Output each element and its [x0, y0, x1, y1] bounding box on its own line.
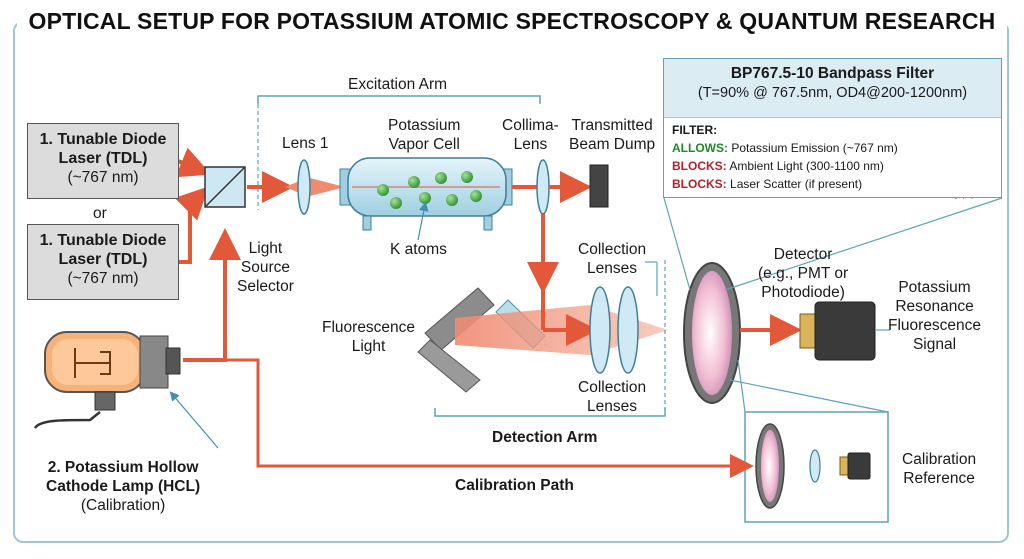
lens-1-label: Lens 1	[282, 135, 329, 152]
k-atoms	[377, 171, 482, 209]
page-title: OPTICAL SETUP FOR POTASSIUM ATOMIC SPECT…	[0, 8, 1024, 35]
lens-1	[297, 159, 311, 215]
laser-2-box: 1. Tunable Diode Laser (TDL) (~767 nm)	[27, 224, 179, 300]
calibration-path-label: Calibration Path	[455, 477, 574, 494]
laser-1-name: 1. Tunable Diode Laser (TDL)	[39, 131, 167, 167]
detection-arm-label: Detection Arm	[492, 429, 598, 446]
filter-heading: FILTER:	[672, 123, 718, 137]
hollow-cathode-lamp	[33, 331, 181, 429]
laser-2-wavelength: (~767 nm)	[67, 270, 139, 287]
calibration-path-line	[225, 358, 754, 478]
excitation-bracket	[257, 95, 541, 104]
filter-spec: (T=90% @ 767.5nm, OD4@200-1200nm)	[697, 85, 968, 101]
fluorescence-mirror-2	[417, 339, 481, 393]
filter-title: BP767.5-10 Bandpass Filter	[730, 65, 935, 82]
collima-lens	[536, 159, 550, 215]
or-label: or	[93, 205, 107, 222]
filter-info-box: BP767.5-10 Bandpass Filter (T=90% @ 767.…	[663, 58, 1002, 198]
laser-2-name: 1. Tunable Diode Laser (TDL)	[39, 232, 167, 268]
beam-dump	[589, 164, 609, 208]
collection-lens-1	[589, 286, 611, 374]
excitation-beam-cone	[306, 177, 345, 197]
laser2-beam	[174, 186, 209, 264]
filter-properties: FILTER: ALLOWS: Potassium Emission (~767…	[672, 123, 898, 191]
collection-lens-2	[617, 286, 639, 374]
pmt-detector	[814, 301, 876, 361]
filter-header: BP767.5-10 Bandpass Filter (T=90% @ 767.…	[664, 59, 1001, 118]
k-atoms-label: K atoms	[390, 241, 447, 258]
collima-lens-label: Collima-Lens	[502, 117, 559, 153]
laser-1-box: 1. Tunable Diode Laser (TDL) (~767 nm)	[27, 123, 179, 199]
detector-window	[692, 271, 732, 395]
detection-bracket	[434, 408, 666, 417]
laser-1-wavelength: (~767 nm)	[67, 169, 139, 186]
excitation-arm-label: Excitation Arm	[348, 76, 448, 93]
laser1-beam	[175, 147, 212, 178]
